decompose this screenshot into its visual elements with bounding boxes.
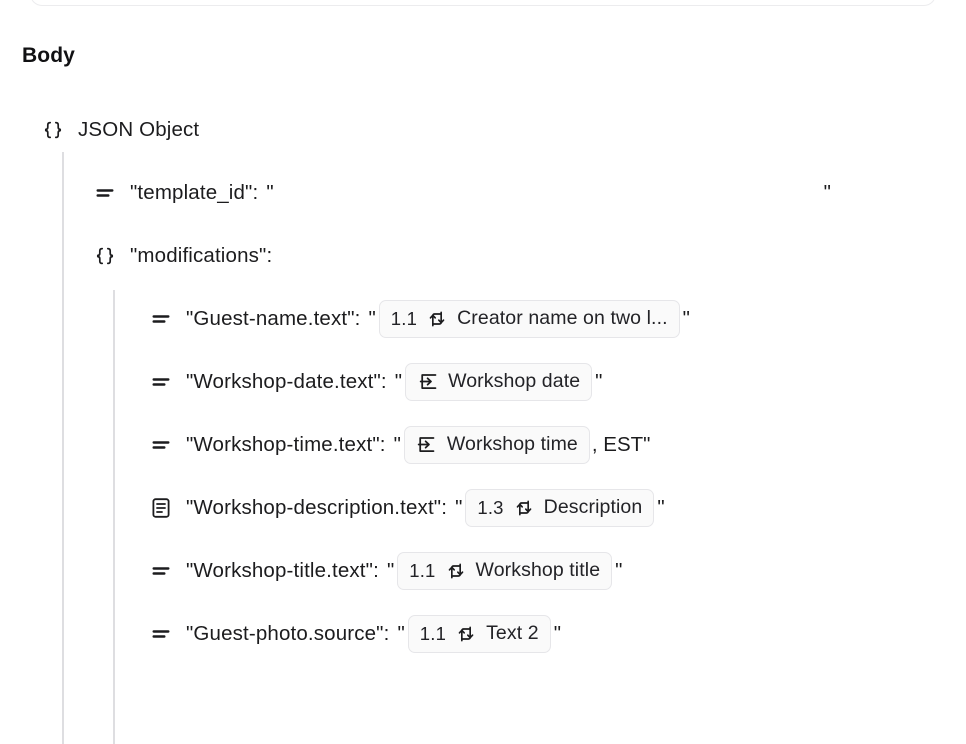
json-body-tree: JSON Object "template_id": " " "modifica…	[0, 98, 966, 744]
tree-row-modifications[interactable]: "modifications":	[0, 224, 966, 287]
string-type-icon	[148, 432, 174, 458]
chip-label: Creator name on two l...	[457, 307, 668, 329]
string-type-icon	[148, 369, 174, 395]
chip-step-number: 1.1	[390, 307, 418, 329]
string-type-icon	[148, 621, 174, 647]
chip-label: Workshop time	[446, 433, 578, 455]
field-key: "Guest-name.text":	[186, 306, 361, 330]
value-token-chip[interactable]: 1.1 Workshop title	[397, 551, 613, 590]
tree-row-workshop-description-text[interactable]: "Workshop-description.text": " 1.3 Descr…	[0, 476, 966, 539]
string-type-icon	[148, 558, 174, 584]
chip-step-number: 1.1	[409, 559, 436, 581]
chip-label: Workshop date	[448, 370, 581, 392]
field-key: "Workshop-description.text":	[186, 495, 448, 519]
value-trailing-text: , EST"	[591, 432, 651, 456]
tree-row-template-id[interactable]: "template_id": " "	[0, 161, 966, 224]
value-token-chip[interactable]: 1.3 Description	[465, 488, 655, 527]
tree-row-root[interactable]: JSON Object	[0, 98, 966, 161]
tree-guide-line-level1	[62, 152, 64, 744]
tree-row-workshop-time-text[interactable]: "Workshop-time.text": " Workshop time , …	[0, 413, 966, 476]
tree-row-guest-photo-source[interactable]: "Guest-photo.source": " 1.1 Text 2 "	[0, 602, 966, 665]
section-title: Body	[22, 44, 75, 67]
field-key: "Workshop-date.text":	[186, 369, 387, 393]
open-quote: "	[368, 306, 376, 330]
open-quote: "	[394, 369, 403, 393]
field-key: "Workshop-time.text":	[186, 432, 386, 456]
input-variable-icon	[417, 371, 439, 393]
value-token-chip[interactable]: Workshop time	[403, 425, 590, 464]
tree-guide-line-level2	[113, 290, 115, 744]
value-token-chip[interactable]: 1.1 Creator name on two l...	[378, 299, 680, 338]
chip-label: Text 2	[486, 622, 539, 644]
chip-label: Description	[543, 496, 643, 518]
open-quote: "	[266, 180, 274, 204]
open-quote: "	[386, 558, 395, 582]
field-key: "Guest-photo.source":	[186, 621, 390, 645]
swap-arrows-icon	[445, 560, 467, 582]
input-variable-icon	[416, 434, 438, 456]
string-type-icon	[148, 306, 174, 332]
chip-label: Workshop title	[475, 559, 601, 581]
close-quote: "	[823, 180, 831, 204]
tree-row-guest-name-text[interactable]: "Guest-name.text": " 1.1 Creator name on…	[0, 287, 966, 350]
open-quote: "	[393, 432, 401, 456]
open-quote: "	[455, 495, 463, 519]
close-quote: "	[553, 621, 561, 645]
close-quote: "	[595, 369, 603, 393]
field-key: "template_id":	[130, 180, 259, 204]
swap-arrows-icon	[513, 497, 535, 519]
json-object-icon	[40, 117, 66, 143]
open-quote: "	[397, 621, 405, 645]
field-key: "modifications":	[130, 243, 273, 267]
value-token-chip[interactable]: 1.1 Text 2	[407, 614, 551, 653]
close-quote: "	[657, 495, 665, 519]
field-key: "Workshop-title.text":	[186, 558, 379, 582]
close-quote: "	[615, 558, 623, 582]
json-object-icon	[92, 243, 118, 269]
root-label: JSON Object	[78, 117, 200, 141]
close-quote: "	[682, 306, 690, 330]
panel-bottom-edge	[30, 0, 936, 6]
swap-arrows-icon	[426, 308, 448, 330]
value-token-chip[interactable]: Workshop date	[405, 362, 593, 401]
tree-row-workshop-date-text[interactable]: "Workshop-date.text": " Workshop date "	[0, 350, 966, 413]
tree-row-workshop-title-text[interactable]: "Workshop-title.text": " 1.1 Workshop ti…	[0, 539, 966, 602]
chip-step-number: 1.1	[419, 622, 447, 644]
long-text-icon	[148, 495, 174, 521]
chip-step-number: 1.3	[477, 496, 504, 518]
swap-arrows-icon	[455, 623, 477, 645]
string-type-icon	[92, 180, 118, 206]
